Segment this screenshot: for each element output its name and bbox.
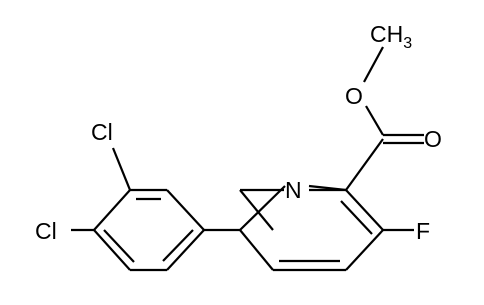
bond-phenyl-3-4 xyxy=(93,189,131,231)
fluorine-label: F xyxy=(416,218,430,244)
bond-phenyl-4-5-inner xyxy=(103,229,135,263)
chlorine-lower-label: Cl xyxy=(35,218,57,244)
bond-phenyl-1-2 xyxy=(166,189,205,231)
bond-phenyl-6-1 xyxy=(166,229,205,271)
bond-ring-c5-c6 xyxy=(239,229,274,271)
chlorine-upper-label: Cl xyxy=(91,119,113,145)
ring-nitrogen-label: N xyxy=(285,177,302,203)
methyl-label: CH3 xyxy=(370,21,412,52)
bond-ring-c3-c4 xyxy=(345,229,384,271)
bond-carbonyl-ring xyxy=(345,138,384,191)
bond-ring-c6-n xyxy=(239,185,286,231)
bond-ring-n-c2 xyxy=(308,184,347,192)
bond-oxygen-carbonyl xyxy=(365,105,384,136)
bond-chlorine-upper xyxy=(111,147,132,191)
bond-ring-c2-c3-inner xyxy=(340,200,373,235)
bond-ring-c6-c6b xyxy=(239,189,274,231)
ester-oxygen-label: O xyxy=(345,83,363,109)
bond-methyl-oxygen xyxy=(363,46,384,83)
bond-ring-c2-c3 xyxy=(345,189,384,231)
bond-phenyl-6-1-inner xyxy=(162,229,194,262)
bond-phenyl-4-5 xyxy=(93,229,131,271)
carbonyl-oxygen-label: O xyxy=(424,126,442,152)
